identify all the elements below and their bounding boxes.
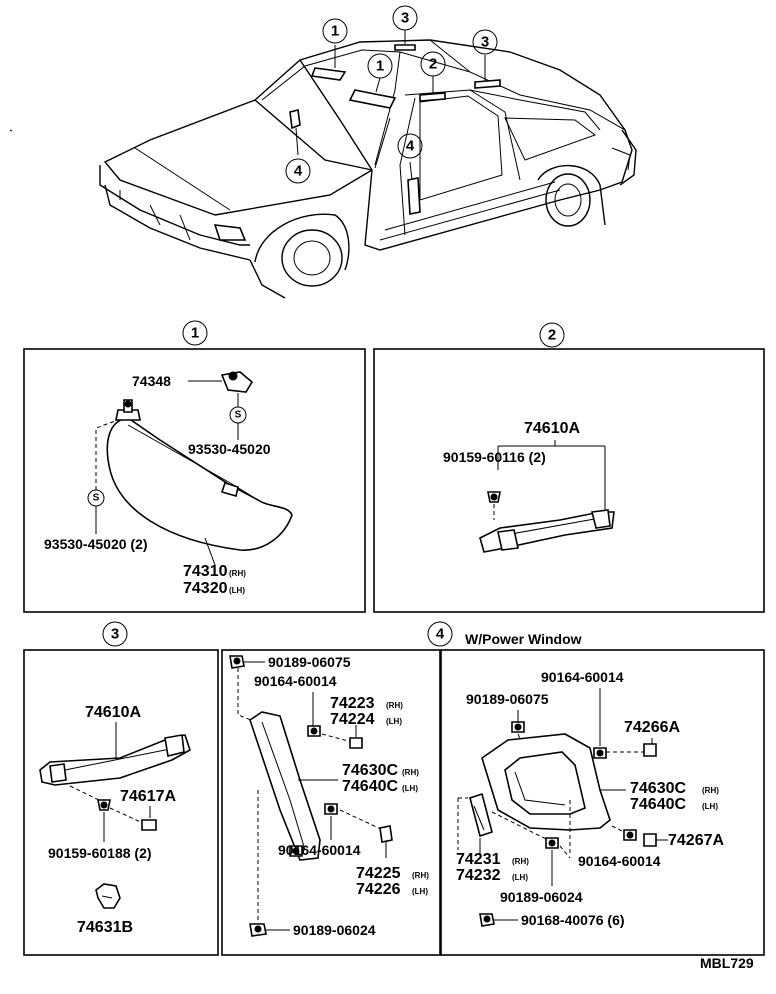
car-illustration <box>9 30 637 299</box>
part-label-74226: 74226 <box>356 881 401 898</box>
panel-2: 2 74610A 90159-60116 (2) <box>373 322 765 613</box>
part-label-74225: 74225 <box>356 865 401 882</box>
part-label-90164-60014-a: 90164-60014 <box>541 669 624 685</box>
screw-marker: S <box>229 406 247 424</box>
cap-74267A <box>643 833 657 847</box>
variant-label: W/Power Window <box>465 631 582 647</box>
part-label-90159-60116: 90159-60116 (2) <box>443 449 546 465</box>
lh-marker: (LH) <box>386 717 402 726</box>
part-label-74640C: 74640C <box>342 778 398 795</box>
part-label-74630C: 74630C <box>630 780 686 797</box>
callout-3-b: 3 <box>472 29 498 55</box>
panel-4-callout: 4 <box>436 626 445 643</box>
panel-1-frame <box>23 348 366 613</box>
part-label-74310: 74310 <box>183 563 228 580</box>
callout-label: 1 <box>331 23 339 40</box>
panel-4a-frame <box>221 649 441 956</box>
cap-74266A <box>643 743 657 757</box>
part-label-90164-60014-b: 90164-60014 <box>278 842 361 858</box>
screw-marker: S <box>87 489 105 507</box>
panel-2-frame <box>373 348 765 613</box>
part-label-74224: 74224 <box>330 711 375 728</box>
part-label-74617A: 74617A <box>120 788 176 805</box>
part-label-74320: 74320 <box>183 580 228 597</box>
callout-label: 1 <box>376 58 384 75</box>
part-label-90164-60014-a: 90164-60014 <box>254 673 337 689</box>
screw-marker-label: S <box>93 493 100 504</box>
part-label-74267A: 74267A <box>668 832 724 849</box>
part-label-74232: 74232 <box>456 867 501 884</box>
part-label-74630C: 74630C <box>342 762 398 779</box>
part-label-90159-60188: 90159-60188 (2) <box>48 845 152 861</box>
rh-marker: (RH) <box>229 569 246 578</box>
part-label-74610A: 74610A <box>524 420 580 437</box>
callout-4-b: 4 <box>397 133 423 159</box>
callout-label: 2 <box>429 56 437 73</box>
part-label-93530-a: 93530-45020 <box>188 441 271 457</box>
part-label-90189-06024: 90189-06024 <box>500 889 583 905</box>
lh-marker: (LH) <box>229 586 245 595</box>
part-label-74266A: 74266A <box>624 719 680 736</box>
part-label-74640C: 74640C <box>630 796 686 813</box>
part-label-90189-06075-a: 90189-06075 <box>268 654 351 670</box>
part-label-90168-40076: 90168-40076 (6) <box>521 912 625 928</box>
part-label-74610A: 74610A <box>85 704 141 721</box>
lh-marker: (LH) <box>702 802 718 811</box>
callout-2: 2 <box>420 51 446 77</box>
rh-marker: (RH) <box>412 871 429 880</box>
screw-marker-label: S <box>235 410 242 421</box>
panel-4b: 90164-60014 90189-06075 74266A 74630C (R… <box>440 649 765 956</box>
part-label-74348: 74348 <box>132 373 171 389</box>
lh-marker: (LH) <box>402 784 418 793</box>
part-label-90164-60014-b: 90164-60014 <box>578 853 661 869</box>
part-label-90189-06024: 90189-06024 <box>293 922 376 938</box>
panel-1: 1 74348 S 93530-45020 S 93530-45020 (2) … <box>23 320 366 613</box>
panel-1-callout: 1 <box>191 325 199 342</box>
panel-3-callout: 3 <box>111 626 119 643</box>
sun-visor <box>106 417 293 551</box>
rh-marker: (RH) <box>386 701 403 710</box>
lh-marker: (LH) <box>412 887 428 896</box>
switch-bezel-74231 <box>469 792 493 838</box>
callout-3-a: 3 <box>392 5 418 31</box>
panel-3-frame <box>23 649 219 956</box>
panel-4a: 90189-06075 90164-60014 74223 (RH) 74224… <box>221 649 441 956</box>
clip-74631B <box>95 883 121 909</box>
panel-2-callout: 2 <box>548 327 556 344</box>
panel-3: 3 74610A 74617A 90159-60188 (2) 74631B <box>23 621 219 956</box>
callout-4-a: 4 <box>285 158 311 184</box>
cap-74225 <box>379 825 393 843</box>
part-label-74631B: 74631B <box>77 919 133 936</box>
car-callouts: 1 1 3 2 3 4 4 <box>285 5 498 184</box>
cap-74223 <box>349 737 363 749</box>
rh-marker: (RH) <box>702 786 719 795</box>
panel-4-header: 4 W/Power Window <box>427 621 582 647</box>
callout-label: 3 <box>481 34 489 51</box>
lh-marker: (LH) <box>512 873 528 882</box>
callout-label: 4 <box>294 163 303 180</box>
part-label-74231: 74231 <box>456 851 501 868</box>
rh-marker: (RH) <box>512 857 529 866</box>
part-label-93530-b: 93530-45020 (2) <box>44 536 148 552</box>
part-label-74223: 74223 <box>330 695 375 712</box>
cap-74617A <box>141 819 157 831</box>
callout-label: 3 <box>401 10 409 27</box>
callout-1-a: 1 <box>322 18 348 44</box>
rh-marker: (RH) <box>402 768 419 777</box>
panel-4b-frame <box>440 649 765 956</box>
drawing-code: MBL729 <box>700 955 754 971</box>
part-label-90189-06075: 90189-06075 <box>466 691 549 707</box>
callout-label: 4 <box>406 138 415 155</box>
callout-1-b: 1 <box>367 53 393 79</box>
